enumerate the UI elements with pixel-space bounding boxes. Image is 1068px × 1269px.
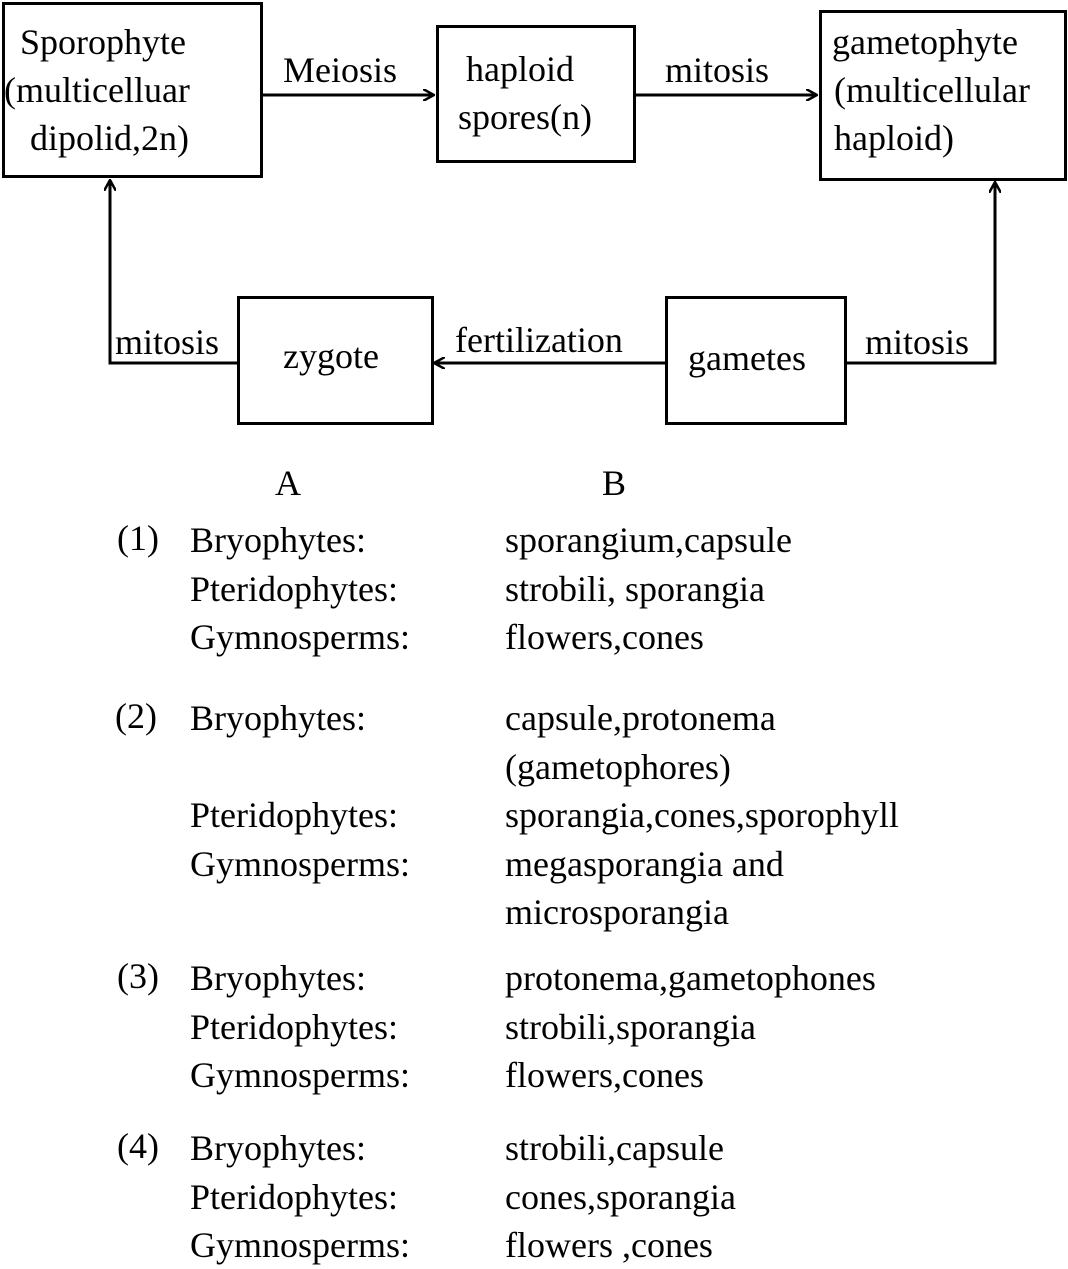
option-structure: flowers,cones [505, 617, 704, 657]
option-number: (1) [117, 518, 159, 558]
gametes-label: gametes [688, 338, 806, 378]
option-group-name: Gymnosperms: [190, 1055, 410, 1095]
zygote-box [237, 296, 434, 425]
option-group-name: Pteridophytes: [190, 1006, 398, 1047]
sporophyte-box [2, 2, 263, 178]
meiosis-label: Meiosis [283, 50, 398, 90]
option-structure: protonema,gametophones [505, 958, 876, 998]
option-group-name: Pteridophytes: [190, 795, 398, 835]
sporophyte-label-3: dipolid,2n) [30, 118, 189, 158]
option-group-name: Pteridophytes: [190, 568, 398, 609]
sporophyte-label-1: Sporophyte [20, 22, 186, 62]
option-group-name: Gymnosperms: [190, 617, 410, 657]
fertilization-label: fertilization [455, 320, 623, 360]
gametophyte-label-3: haploid) [834, 118, 954, 158]
mitosis-left-arrow [110, 181, 238, 365]
option-group-name: Bryophytes: [190, 1128, 366, 1168]
option-structure: strobili, sporangia [505, 568, 765, 609]
option-structure: sporangium,capsule [505, 520, 792, 560]
option-structure: flowers,cones [505, 1055, 704, 1095]
option-structure: strobili,sporangia [505, 1006, 756, 1047]
option-structure: capsule,protonema [505, 698, 776, 738]
column-b-heading: B [602, 463, 627, 503]
option-number: (2) [115, 696, 157, 736]
mitosis-left-label: mitosis [115, 322, 220, 362]
option-structure: megasporangia and [505, 843, 784, 884]
option-structure: sporangia,cones,sporophyll [505, 795, 899, 835]
haploid-spores-box [436, 25, 636, 163]
gametophyte-label-2: (multicellular [834, 70, 1030, 110]
sporophyte-label-2: (multicelluar [4, 70, 190, 110]
option-structure: (gametophores) [505, 746, 731, 787]
option-structure: microsporangia [505, 892, 729, 932]
option-group-name: Bryophytes: [190, 520, 366, 560]
option-group-name: Gymnosperms: [190, 843, 410, 884]
mitosis-top-label: mitosis [665, 50, 770, 90]
option-structure: cones,sporangia [505, 1176, 736, 1217]
option-group-name: Pteridophytes: [190, 1176, 398, 1217]
mitosis-right-arrow [846, 183, 995, 365]
gametes-box [665, 296, 847, 425]
gametophyte-box [819, 10, 1067, 181]
column-a-heading: A [275, 463, 301, 503]
option-group-name: Bryophytes: [190, 958, 366, 998]
option-number: (3) [117, 956, 159, 996]
option-structure: strobili,capsule [505, 1128, 724, 1168]
haploid-label-1: haploid [466, 49, 574, 89]
haploid-label-2: spores(n) [458, 97, 592, 137]
option-structure: flowers ,cones [505, 1225, 713, 1265]
option-group-name: Bryophytes: [190, 698, 366, 738]
zygote-label: zygote [283, 336, 379, 376]
mitosis-right-label: mitosis [865, 322, 970, 362]
gametophyte-label-1: gametophyte [832, 22, 1018, 62]
option-group-name: Gymnosperms: [190, 1225, 410, 1265]
option-number: (4) [117, 1126, 159, 1166]
